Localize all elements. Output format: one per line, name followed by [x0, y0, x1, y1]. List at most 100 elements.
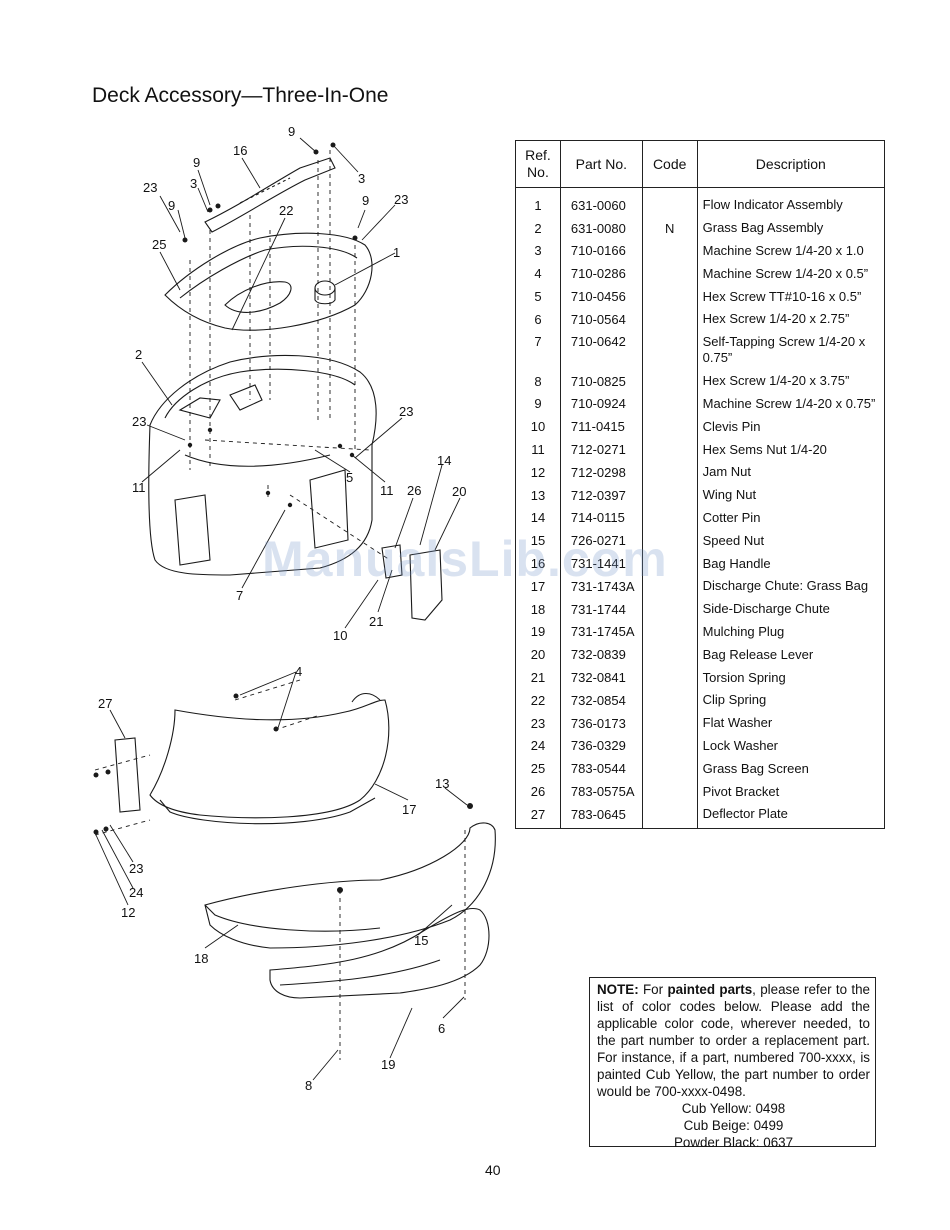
code-cell [641, 688, 698, 712]
description-cell: Pivot Bracket [696, 780, 886, 803]
part-no-cell: 731-1743A [559, 574, 643, 598]
part-no-cell: 631-0080 [559, 216, 643, 240]
code-cell: N [641, 216, 698, 240]
description-cell: Torsion Spring [696, 666, 886, 689]
callout-23: 23 [394, 192, 408, 207]
ref-cell: 22 [515, 688, 561, 712]
part-no-cell: 714-0115 [559, 506, 643, 530]
ref-cell: 10 [515, 415, 561, 439]
code-cell [641, 711, 698, 735]
header-description: Description [696, 140, 886, 188]
code-cell [641, 239, 698, 263]
description-cell: Machine Screw 1/4-20 x 1.0 [696, 239, 886, 263]
callout-10: 10 [333, 628, 347, 643]
code-cell [641, 620, 698, 644]
page-number: 40 [485, 1162, 501, 1178]
part-no-cell: 783-0575A [559, 780, 643, 803]
part-no-cell: 732-0839 [559, 643, 643, 667]
callout-8: 8 [305, 1078, 312, 1093]
part-no-cell: 783-0544 [559, 757, 643, 781]
ref-cell: 26 [515, 780, 561, 803]
ref-cell: 23 [515, 711, 561, 735]
description-cell: Bag Handle [696, 552, 886, 575]
code-cell [641, 734, 698, 758]
ref-cell: 24 [515, 734, 561, 758]
ref-cell: 19 [515, 620, 561, 644]
ref-cell: 16 [515, 552, 561, 575]
callout-17: 17 [402, 802, 416, 817]
code-cell [641, 438, 698, 461]
part-no-cell: 732-0841 [559, 666, 643, 689]
callout-1: 1 [393, 245, 400, 260]
part-no-cell: 731-1745A [559, 620, 643, 644]
part-no-cell: 710-0286 [559, 262, 643, 286]
description-cell: Discharge Chute: Grass Bag [696, 574, 886, 598]
callout-20: 20 [452, 484, 466, 499]
callout-9: 9 [193, 155, 200, 170]
callout-5: 5 [346, 470, 353, 485]
mulching-plug-shape [269, 907, 490, 999]
color-code-powder-black: Powder Black: 0637 [673, 1135, 794, 1150]
header-code: Code [641, 140, 698, 188]
description-cell: Wing Nut [696, 483, 886, 507]
ref-cell: 3 [515, 239, 561, 263]
note-label: NOTE: [597, 982, 639, 997]
callout-25: 25 [152, 237, 166, 252]
callout-22: 22 [279, 203, 293, 218]
callout-21: 21 [369, 614, 383, 629]
description-cell: Self-Tapping Screw 1/4-20 x 0.75” [696, 330, 886, 370]
part-no-cell: 710-0564 [559, 307, 643, 331]
description-cell: Clevis Pin [696, 415, 886, 439]
part-no-cell: 710-0166 [559, 239, 643, 263]
callout-9: 9 [288, 124, 295, 139]
ref-cell: 25 [515, 757, 561, 781]
callout-16: 16 [233, 143, 247, 158]
callout-9: 9 [362, 193, 369, 208]
code-cell [641, 460, 698, 484]
ref-cell: 6 [515, 307, 561, 331]
part-no-cell: 710-0456 [559, 285, 643, 308]
description-cell: Flat Washer [696, 711, 886, 735]
description-cell: Deflector Plate [696, 802, 886, 829]
part-no-cell: 712-0271 [559, 438, 643, 461]
callout-3: 3 [190, 176, 197, 191]
code-cell [641, 285, 698, 308]
description-cell: Jam Nut [696, 460, 886, 484]
description-cell: Hex Sems Nut 1/4-20 [696, 438, 886, 461]
deflector-plate-shape [114, 737, 141, 813]
callout-15: 15 [414, 933, 428, 948]
callout-26: 26 [407, 483, 421, 498]
callout-14: 14 [437, 453, 451, 468]
description-cell: Grass Bag Assembly [696, 216, 886, 240]
description-cell: Machine Screw 1/4-20 x 0.5” [696, 262, 886, 286]
code-cell [641, 369, 698, 393]
callout-12: 12 [121, 905, 135, 920]
ref-cell: 17 [515, 574, 561, 598]
part-no-cell: 736-0173 [559, 711, 643, 735]
part-no-cell: 712-0397 [559, 483, 643, 507]
description-cell: Machine Screw 1/4-20 x 0.75” [696, 392, 886, 416]
callout-27: 27 [98, 696, 112, 711]
part-no-cell: 711-0415 [559, 415, 643, 439]
ref-cell: 1 [515, 187, 561, 217]
ref-cell: 14 [515, 506, 561, 530]
callout-11: 11 [132, 480, 146, 495]
ref-cell: 21 [515, 666, 561, 689]
part-no-cell: 783-0645 [559, 802, 643, 829]
ref-cell: 9 [515, 392, 561, 416]
callout-13: 13 [435, 776, 449, 791]
ref-cell: 4 [515, 262, 561, 286]
code-cell [641, 757, 698, 781]
